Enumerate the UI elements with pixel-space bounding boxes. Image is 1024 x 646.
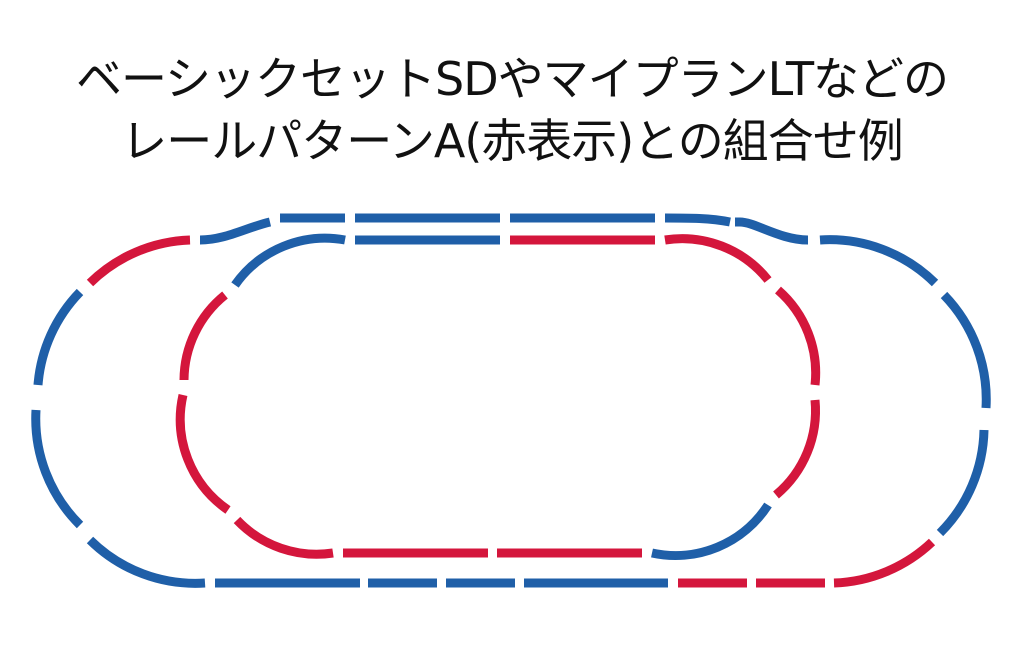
diagram-title: ベーシックセットSDやマイプランLTなどの レールパターンA(赤表示)との組合せ… <box>0 48 1024 172</box>
outer-curve-tr-1 <box>940 291 991 409</box>
outer-curve-bl-1 <box>31 409 84 529</box>
inner-curve-tl-2 <box>179 291 228 381</box>
title-line-2: レールパターンA(赤表示)との組合せ例 <box>121 114 904 168</box>
outer-curve-br-1 <box>833 538 936 588</box>
outer-curve-tl-1 <box>86 235 191 287</box>
inner-curve-tl-1 <box>231 233 346 288</box>
title-line-1: ベーシックセットSDやマイプランLTなどの <box>75 52 949 106</box>
outer-turnout-left <box>199 217 272 245</box>
inner-curve-br-2 <box>773 399 820 499</box>
inner-curve-br-1 <box>651 502 772 561</box>
outer-curve-bl-2 <box>86 536 206 588</box>
inner-curve-tr-1 <box>774 286 821 386</box>
inner-curve-bl-2 <box>233 516 334 559</box>
outer-turnout-right-2 <box>664 213 731 227</box>
inner-curve-bl-1 <box>175 394 231 514</box>
inner-curve-tr-2 <box>664 234 772 283</box>
outer-turnout-right <box>735 217 809 245</box>
outer-curve-tl-2 <box>33 288 84 386</box>
outer-curve-br-2 <box>936 429 989 537</box>
outer-curve-tr-2 <box>819 235 939 287</box>
